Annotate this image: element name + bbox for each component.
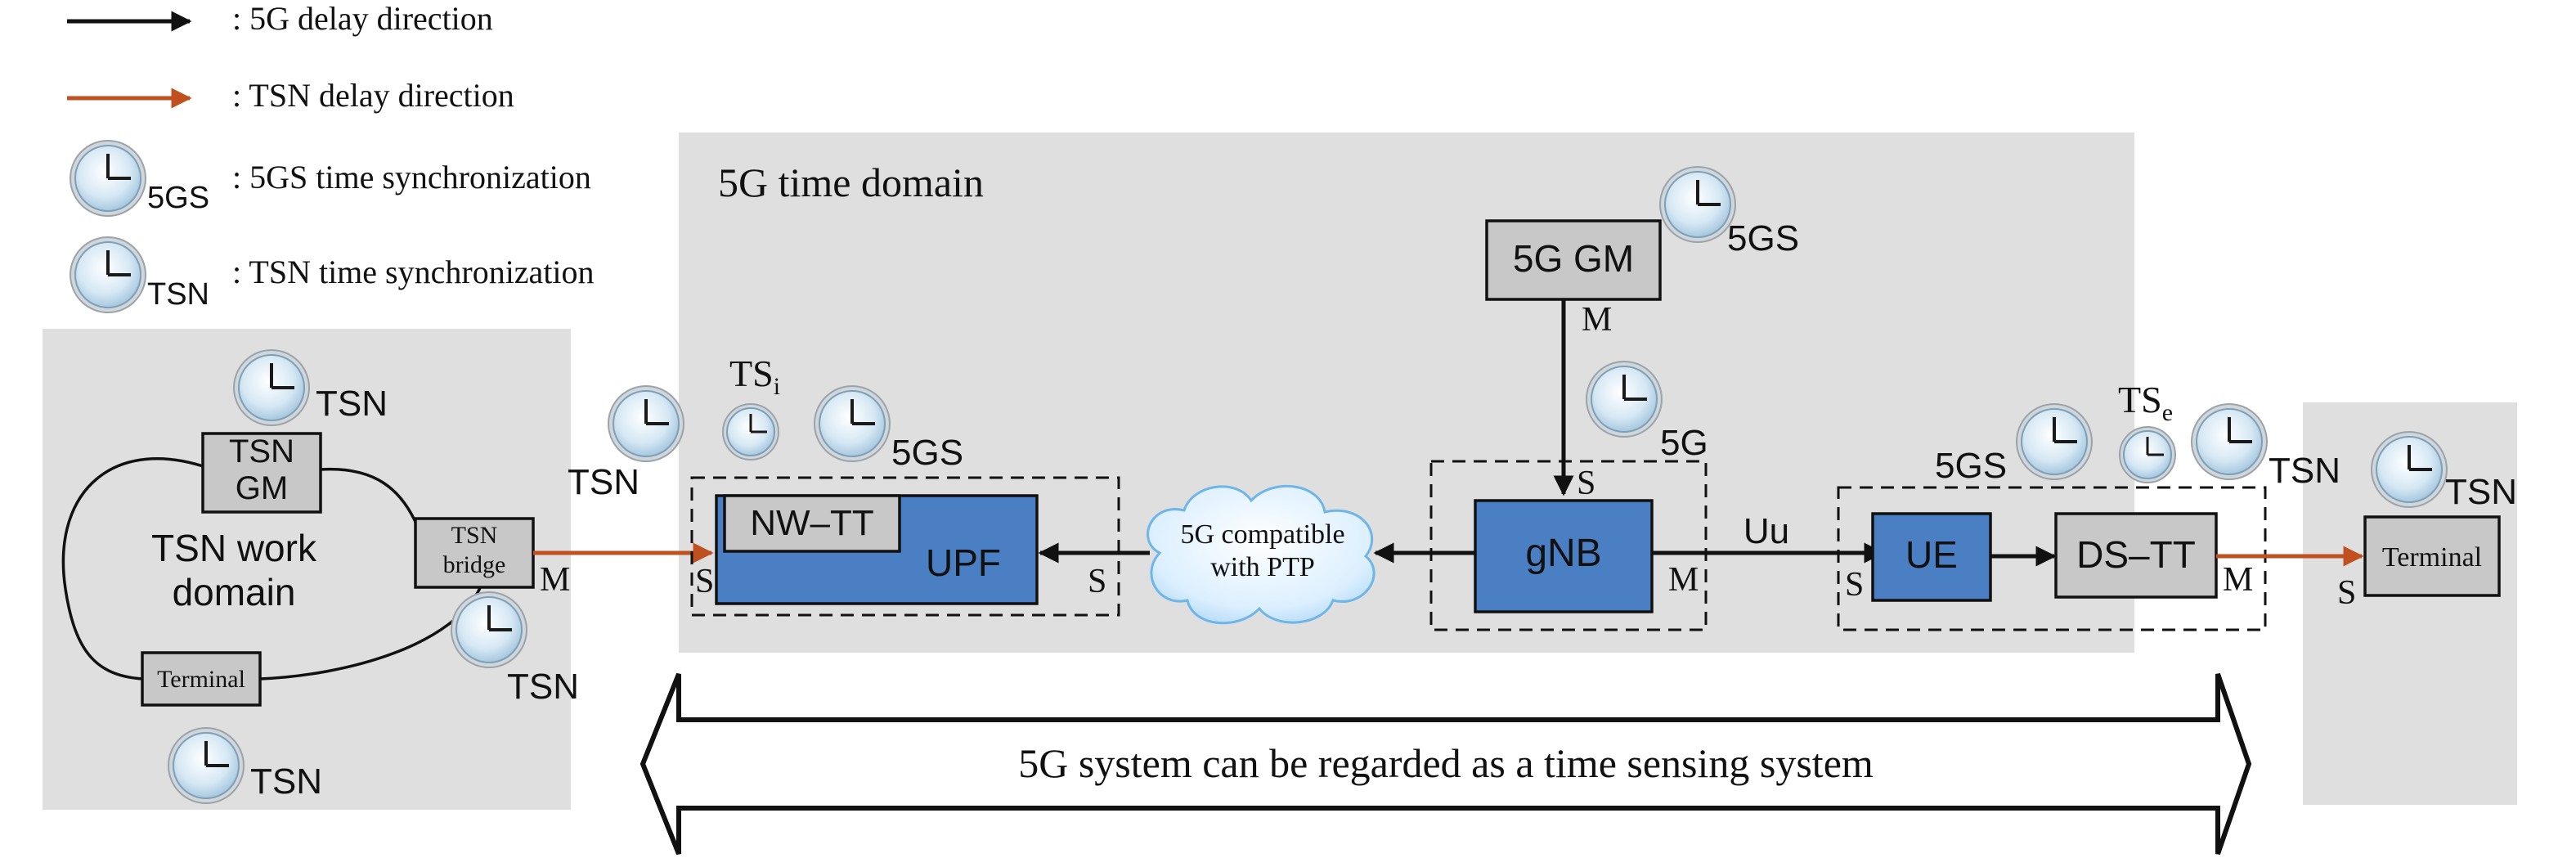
clock-icon [450,591,528,669]
ds-tt-label: DS–TT [2076,533,2196,576]
clock-icon [2118,425,2177,484]
ue-dashed-group [1837,486,2267,631]
5g-time-domain-label: 5G time domain [718,159,984,205]
tsn-bridge-box [414,517,535,589]
right-terminal-clock-label: TSN [2445,472,2517,512]
legend-5gs-sync-label: : 5GS time synchronization [232,159,591,195]
tsn-ring-left [61,457,213,681]
clock-icon [69,236,147,314]
tsn-gm-clock-label: TSN [316,384,388,424]
upf-label: UPF [926,541,1001,584]
ptp-cloud: 5G compatible with PTP [1147,484,1376,625]
tsn-bridge-label-line1: TSN [451,522,498,549]
ds-tt-box [2054,512,2218,599]
clock-icon [167,726,245,805]
egress-tsn-clock-label: TSN [2269,451,2340,491]
upf-dashed-group [690,476,1120,617]
legend-5gs-sub: 5GS [147,181,209,215]
ts-egress-label: TSe [2118,379,2173,426]
gnb-dashed-group [1429,460,1708,631]
tsn-gm-label-line2: GM [236,470,288,506]
legend-tsn-sync-label: : TSN time synchronization [232,254,595,290]
ue-5gs-clock-label: 5GS [1935,446,2007,486]
tsn-bridge-master-label: M [540,561,570,599]
tsn-work-domain-label-line2: domain [173,571,296,613]
tsn-bridge-clock-label: TSN [507,667,579,707]
terminal-right-box [2363,515,2501,597]
gnb-clock-label: 5G [1660,423,1708,463]
5g-gm-clock-label: 5GS [1727,218,1799,258]
clock-icon [2190,402,2269,481]
clock-icon [69,139,147,218]
cloud-label-line2: with PTP [1210,552,1315,582]
gnb-slave-label: S [1577,465,1595,502]
tsn-work-domain-label-line1: TSN work [151,527,317,569]
clock-icon [1585,360,1663,438]
upf-right-slave-label: S [1088,563,1106,600]
clock-icon [607,384,685,463]
tsn-gm-label-line1: TSN [229,434,294,469]
upf-slave-label: S [695,563,714,600]
gnb-box [1474,499,1654,613]
ts-ingress-label: TSi [729,353,780,400]
ingress-tsn-clock-label: TSN [568,462,640,502]
system-banner-label: 5G system can be regarded as a time sens… [1018,740,1874,786]
terminal-left-label: Terminal [157,666,245,693]
clock-icon [232,348,311,427]
ingress-5gs-clock-label: 5GS [891,433,963,473]
ue-box [1871,512,1992,602]
ue-label: UE [1905,533,1958,576]
tsn-work-domain: TSN TSN GM TSN work domain TSN bridge M … [61,348,579,805]
clock-icon [2370,430,2448,509]
legend-tsn-delay-label: : TSN delay direction [232,77,514,114]
legend-tsn-sub: TSN [147,277,209,312]
terminal-right-label: Terminal [2382,542,2482,573]
clock-icon [2015,402,2094,481]
gnb-master-label: M [1668,561,1699,599]
clock-icon [813,384,891,463]
terminal-left-box [141,651,262,707]
nw-tt-box [723,494,901,553]
tsn-ring-top-right [320,467,417,523]
gnb-label: gNB [1525,532,1601,575]
clock-icon [721,402,780,461]
clock-icon [1658,165,1737,244]
tsn-bottom-clock-label: TSN [250,761,322,802]
nw-tt-label: NW–TT [750,503,874,543]
uu-interface-label: Uu [1744,511,1789,551]
legend-5g-delay-label: : 5G delay direction [232,0,493,37]
tsn-gm-box [201,432,322,514]
terminal-right-slave-label: S [2337,574,2356,612]
cloud-label-line1: 5G compatible [1180,519,1344,550]
legend: : 5G delay direction : TSN delay directi… [67,0,595,314]
tsn-bridge-label-line2: bridge [443,551,506,578]
5g-gm-master-label: M [1582,301,1612,339]
ue-slave-label: S [1845,566,1864,604]
ds-tt-master-label: M [2223,561,2253,599]
5g-gm-label: 5G GM [1513,237,1634,280]
5g-gm-box [1485,219,1662,301]
system-banner-arrow [640,672,2252,856]
